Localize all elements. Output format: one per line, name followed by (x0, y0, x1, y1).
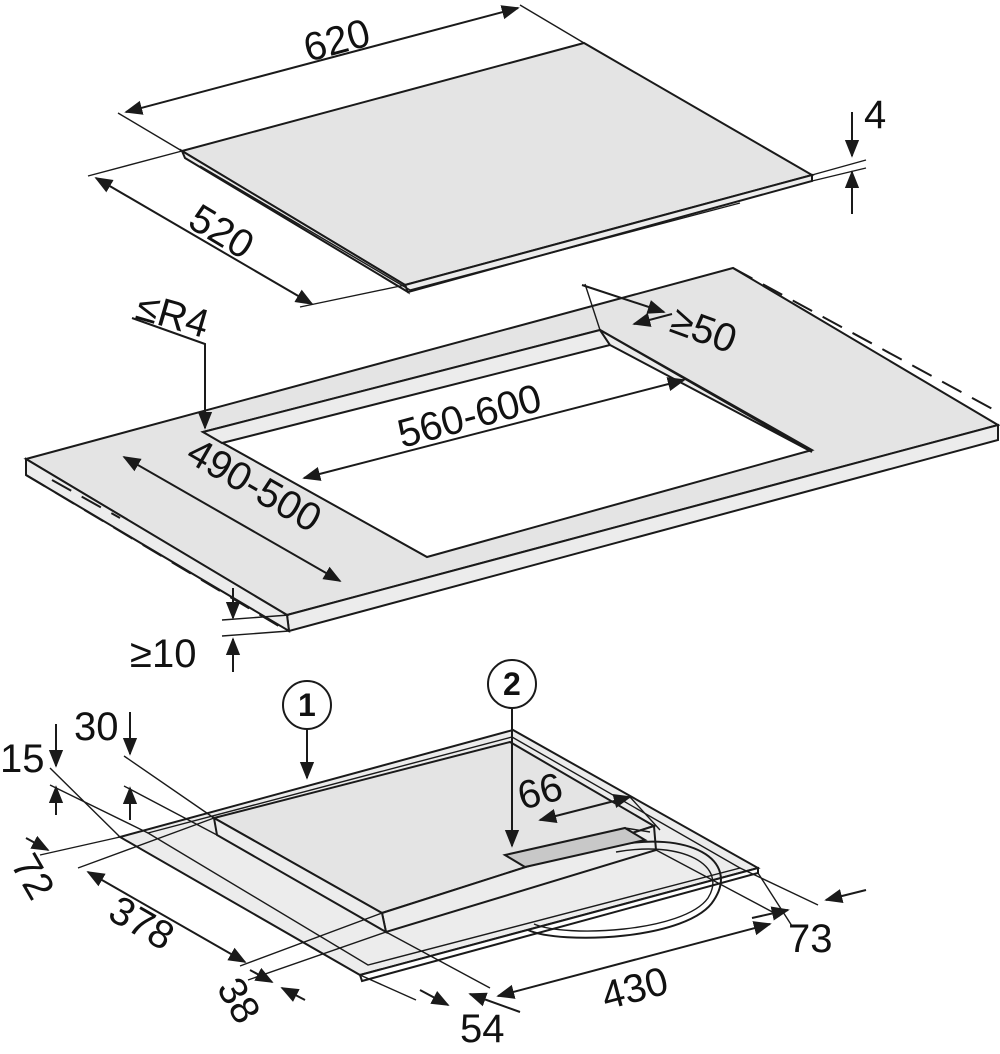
dim-72: 72 (2, 835, 121, 908)
dim-73: 73 (739, 867, 867, 961)
dim-72-label: 72 (2, 847, 62, 908)
dim-15: 15 (0, 724, 149, 838)
dim-73-label: 73 (788, 917, 833, 961)
dim-378-label: 378 (102, 888, 182, 959)
dim-15-label: 15 (0, 737, 45, 781)
dim-4: 4 (811, 93, 886, 214)
hob-underside (117, 728, 761, 983)
dim-54: 54 (359, 931, 521, 1051)
dim-54-label: 54 (460, 1007, 505, 1051)
dim-520-label: 520 (181, 196, 261, 268)
callout-2: 2 (487, 659, 537, 848)
dim-30-label: 30 (74, 705, 119, 749)
dim-min-thickness-label: ≥10 (130, 632, 196, 676)
dim-min-thickness: ≥10 (130, 588, 290, 676)
dim-4-label: 4 (864, 93, 886, 137)
dim-38-label: 38 (208, 971, 268, 1032)
dim-620-label: 620 (299, 11, 375, 71)
callout-1: 1 (282, 680, 332, 780)
callout-2-label: 2 (503, 666, 521, 702)
dim-radius-label: ≤R4 (132, 284, 214, 346)
dim-430-label: 430 (597, 959, 673, 1019)
dim-radius: ≤R4 (132, 284, 214, 430)
hob-glass-top (179, 41, 815, 295)
callout-1-label: 1 (298, 687, 316, 723)
dim-30: 30 (74, 705, 218, 836)
